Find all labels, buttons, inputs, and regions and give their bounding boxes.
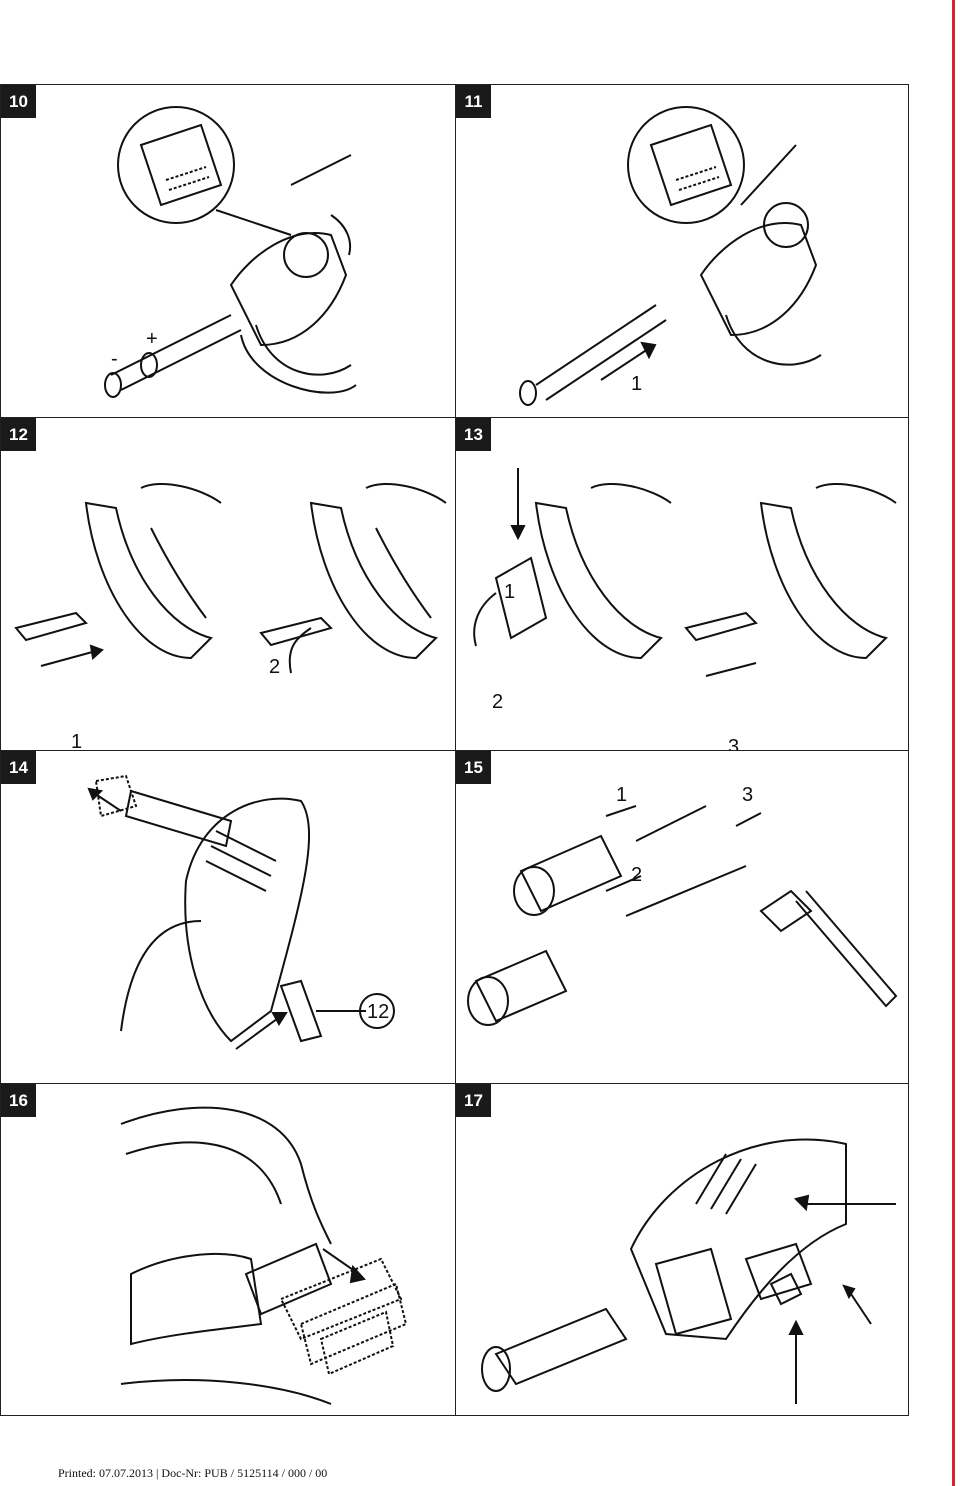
panel-number: 15 <box>456 751 491 784</box>
step-2-label: 2 <box>631 864 642 886</box>
panel-number: 13 <box>456 418 491 451</box>
tool-insert-illustration: 1 <box>519 106 822 406</box>
step-1-label: 1 <box>616 784 627 806</box>
accent-edge-bar <box>952 0 955 1486</box>
panel-number: 16 <box>1 1084 36 1117</box>
nosepiece-detail-illustration <box>481 1138 896 1404</box>
panel-16: 16 <box>0 1083 456 1416</box>
panel-number: 12 <box>1 418 36 451</box>
panel-11: 11 1 <box>455 84 909 418</box>
guide-removal-illustration <box>120 1106 408 1405</box>
magazine-removal-illustration: 1 2 <box>14 482 447 751</box>
illustration-grid: 10 + - 11 <box>0 84 909 1416</box>
step-2-label: 2 <box>269 656 280 678</box>
step-3-label: 3 <box>728 736 739 751</box>
step-1-label: 1 <box>631 373 642 395</box>
panel-number: 10 <box>1 85 36 118</box>
panel-12: 12 1 2 <box>0 417 456 751</box>
panel-number: 11 <box>456 85 491 118</box>
step-3-label: 3 <box>742 784 753 806</box>
panel-15: 15 1 2 3 <box>455 750 909 1084</box>
panel-number: 17 <box>456 1084 491 1117</box>
step-1-label: 1 <box>71 731 82 751</box>
magazine-insert-illustration: 1 2 3 <box>473 468 897 751</box>
panel-14: 14 12 <box>0 750 456 1084</box>
plus-label: + <box>146 328 158 350</box>
minus-label: - <box>111 348 118 370</box>
belt-hook-illustration: 12 <box>87 774 395 1050</box>
callout-12-label: 12 <box>367 1001 389 1023</box>
piston-hammer-illustration: 1 2 3 <box>467 784 898 1026</box>
panel-number: 14 <box>1 751 36 784</box>
panel-13: 13 1 2 3 <box>455 417 909 751</box>
tool-battery-illustration: + - <box>104 106 357 398</box>
print-footer: Printed: 07.07.2013 | Doc-Nr: PUB / 5125… <box>58 1466 328 1480</box>
panel-17: 17 <box>455 1083 909 1416</box>
step-1-label: 1 <box>504 581 515 603</box>
panel-10: 10 + - <box>0 84 456 418</box>
step-2-label: 2 <box>492 691 503 713</box>
